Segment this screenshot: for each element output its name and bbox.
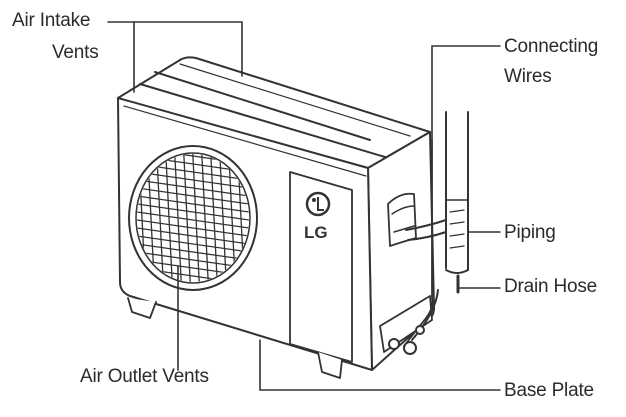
grille-bar <box>209 154 219 282</box>
grille-bar <box>137 201 249 223</box>
label-air-intake-line1: Air Intake <box>12 10 91 31</box>
grille-bar <box>191 154 201 282</box>
label-drain-hose: Drain Hose <box>504 276 598 297</box>
label-connecting-line2: Wires <box>504 66 552 87</box>
grille-bar <box>200 154 210 282</box>
leader-air-intake <box>107 21 243 77</box>
label-base-plate: Base Plate <box>504 380 594 401</box>
grille-bar <box>137 209 249 231</box>
valve-cap <box>388 338 400 350</box>
grille-bar <box>182 154 192 282</box>
grille-bar <box>137 233 249 255</box>
grille-bar <box>164 154 174 282</box>
grille-bar <box>137 217 249 239</box>
leader-base-plate <box>259 339 501 391</box>
valve-cover <box>379 295 433 353</box>
side-service-panel <box>387 192 417 247</box>
base-foot-left <box>127 297 157 319</box>
base-foot-right <box>317 351 343 379</box>
label-connecting-line1: Connecting <box>504 36 599 57</box>
grille-bar <box>173 154 183 282</box>
leader-lines <box>107 21 501 391</box>
valve-cap <box>403 341 417 355</box>
top-vent-slot <box>139 83 396 161</box>
logo-panel <box>289 171 353 363</box>
leader-connecting-wires <box>431 45 501 141</box>
top-vent-slot <box>154 71 371 141</box>
connecting-wire <box>403 139 434 347</box>
brand-text: LG <box>304 223 328 242</box>
lg-logo: LG <box>304 191 331 242</box>
label-air-intake-line2: Vents <box>52 42 99 63</box>
grille-bar <box>137 225 249 247</box>
grille-bar <box>137 193 249 215</box>
label-piping: Piping <box>504 222 556 243</box>
label-air-outlet-vents: Air Outlet Vents <box>80 366 209 387</box>
